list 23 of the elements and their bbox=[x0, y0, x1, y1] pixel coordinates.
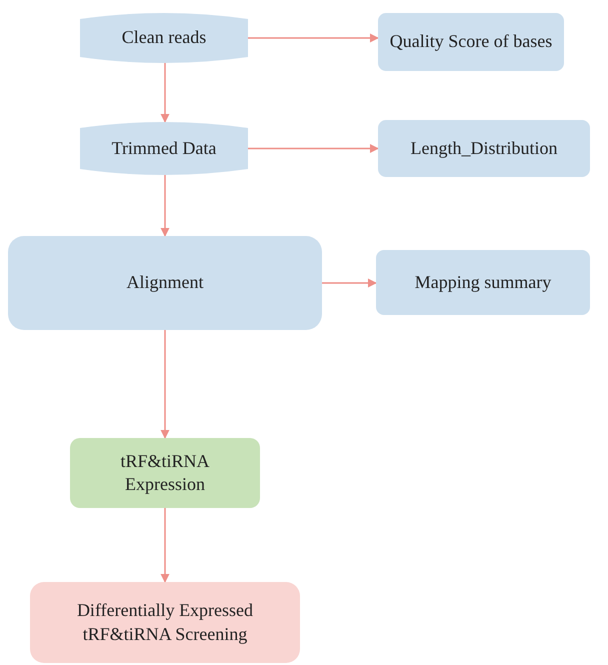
node-label: Alignment bbox=[126, 271, 204, 294]
node-label: Quality Score of bases bbox=[390, 30, 552, 54]
arrow bbox=[248, 34, 379, 42]
node-label: Mapping summary bbox=[414, 270, 552, 294]
process-box bbox=[378, 13, 564, 71]
arrow bbox=[160, 330, 170, 439]
arrow bbox=[160, 63, 170, 123]
process-box bbox=[378, 120, 590, 177]
node-label: Clean reads bbox=[122, 26, 206, 50]
node-label: Trimmed Data bbox=[112, 136, 216, 160]
arrow bbox=[160, 175, 170, 237]
data-drum-node bbox=[80, 122, 248, 175]
process-box bbox=[376, 250, 590, 315]
arrow bbox=[160, 508, 170, 583]
data-drum-node bbox=[80, 13, 248, 63]
process-box bbox=[30, 582, 300, 663]
node-label: tRF&tiRNA Expression bbox=[119, 450, 211, 496]
process-box bbox=[8, 236, 322, 330]
arrow bbox=[248, 144, 379, 153]
process-box bbox=[70, 438, 260, 508]
node-label: Length_Distribution bbox=[410, 136, 558, 160]
node-label: Differentially Expressed tRF&tiRNA Screening bbox=[76, 599, 254, 646]
arrow bbox=[322, 278, 377, 288]
